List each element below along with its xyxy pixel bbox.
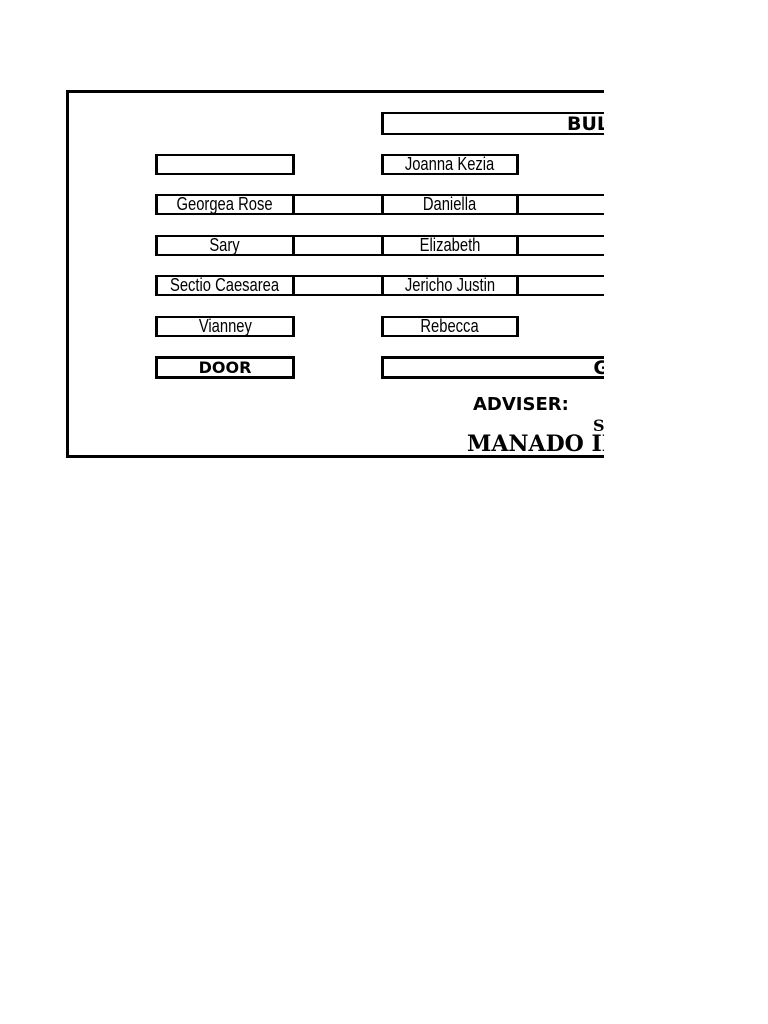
seat-name: Rebecca bbox=[420, 316, 480, 336]
seat-name: Georgea Rose bbox=[176, 194, 273, 214]
seat-left-4: Sectio Caesarea bbox=[155, 275, 295, 296]
gate-text: G bbox=[593, 359, 604, 376]
seat-name: Elizabeth bbox=[419, 235, 481, 255]
seat-gap-left-4 bbox=[292, 275, 384, 296]
seat-left-5: Vianney bbox=[155, 316, 295, 337]
seat-mid-4: Jericho Justin bbox=[381, 275, 519, 296]
seat-name: Joanna Kezia bbox=[405, 154, 495, 174]
door-label: DOOR bbox=[198, 358, 252, 377]
seating-plan-sheet: BUL Joanna Kezia Georgea Rose Daniella S… bbox=[66, 90, 604, 458]
adviser-label: ADVISER: bbox=[473, 394, 569, 415]
seat-gap-left-2 bbox=[292, 194, 384, 215]
header-bar: BUL bbox=[381, 112, 604, 135]
seat-mid-5: Rebecca bbox=[381, 316, 519, 337]
seat-mid-2: Daniella bbox=[381, 194, 519, 215]
school-name-partial: MANADO IN bbox=[467, 431, 604, 457]
seat-mid-3: Elizabeth bbox=[381, 235, 519, 256]
seat-left-1 bbox=[155, 154, 295, 175]
seat-gap-mid-4 bbox=[516, 275, 604, 296]
seat-name: Daniella bbox=[423, 194, 477, 214]
seat-name: Sectio Caesarea bbox=[170, 275, 280, 295]
seat-gap-left-3 bbox=[292, 235, 384, 256]
seat-name: Vianney bbox=[198, 316, 252, 336]
door-box: DOOR bbox=[155, 356, 295, 379]
seat-name: Sary bbox=[209, 235, 241, 255]
gate-bar: G bbox=[381, 356, 604, 379]
seat-left-2: Georgea Rose bbox=[155, 194, 295, 215]
seat-mid-1: Joanna Kezia bbox=[381, 154, 519, 175]
seat-name: Jericho Justin bbox=[404, 275, 496, 295]
seat-gap-mid-2 bbox=[516, 194, 604, 215]
adviser-name-partial: S bbox=[593, 416, 604, 435]
header-bar-text: BUL bbox=[566, 112, 604, 135]
seat-left-3: Sary bbox=[155, 235, 295, 256]
seat-gap-mid-3 bbox=[516, 235, 604, 256]
